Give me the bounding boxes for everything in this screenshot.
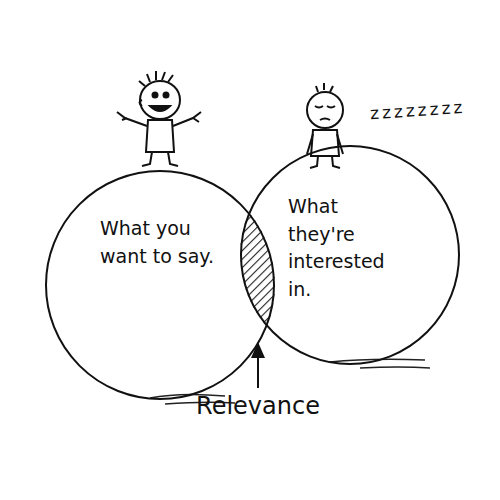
venn-circle: What they're interested in.	[240, 145, 460, 365]
snore-text: zzzzzzzz	[370, 97, 467, 124]
pointer-label: Relevance	[196, 392, 320, 420]
venn-circle: What you want to say.	[45, 170, 275, 400]
circle-label: What they're interested in.	[288, 193, 408, 303]
circle-outline	[45, 170, 275, 400]
text-area: What you want to say.	[100, 215, 215, 270]
talking-person	[117, 71, 201, 166]
overlap-hatch	[240, 145, 460, 365]
circle-label: What you want to say.	[100, 215, 215, 270]
sleeping-person	[307, 83, 343, 168]
text-area: What they're interested in.	[288, 193, 408, 303]
